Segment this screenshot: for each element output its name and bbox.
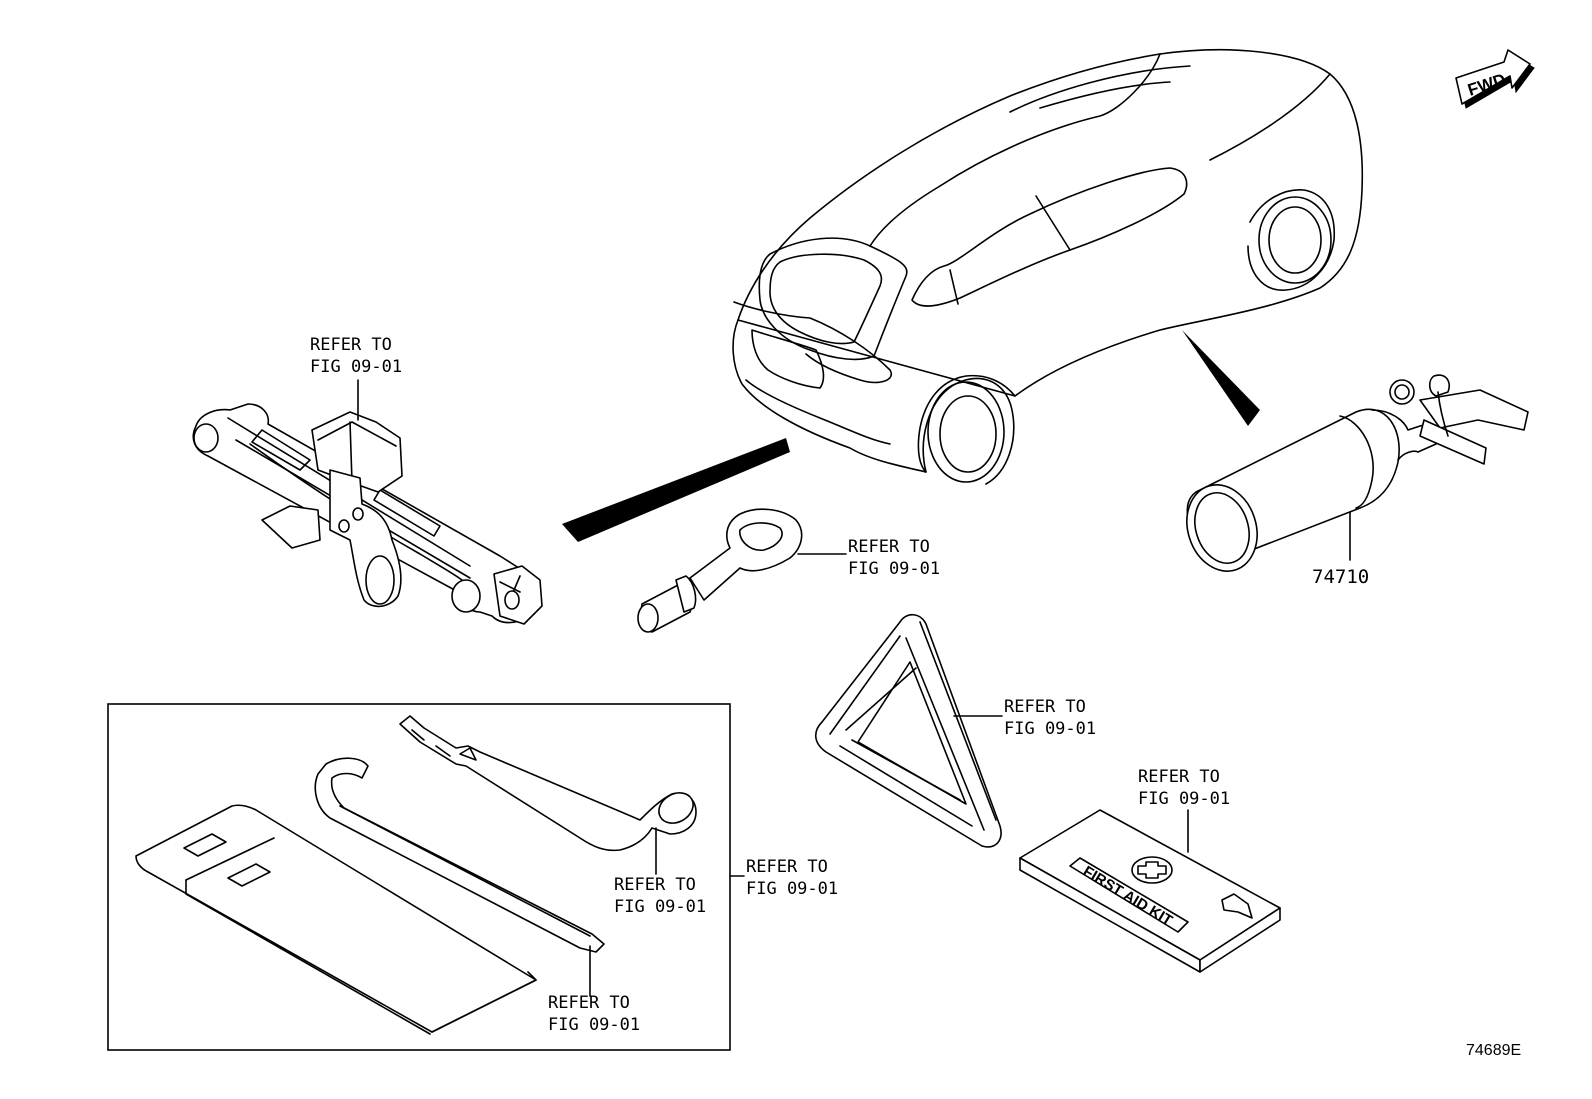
tow-hook-callout: REFER TO FIG 09-01	[848, 536, 940, 580]
jack-handle-illustration	[314, 757, 605, 953]
vehicle-illustration	[732, 48, 1364, 485]
tool-bag-illustration	[135, 804, 537, 1035]
jack-callout-line2: FIG 09-01	[310, 357, 403, 377]
first-aid-kit-illustration: FIRST AID KIT	[1019, 809, 1281, 973]
diagram-code: 74689E	[1466, 1042, 1522, 1059]
wrench-callout-line2: FIG 09-01	[614, 897, 707, 917]
fire-extinguisher-illustration	[1186, 374, 1529, 572]
wheel-wrench-illustration	[399, 715, 697, 852]
fwd-arrow-icon: FWD	[1455, 49, 1535, 109]
tow-hook-illustration	[637, 508, 803, 633]
triangle-callout-line2: FIG 09-01	[1004, 719, 1097, 739]
first-aid-callout-line1: REFER TO	[1138, 767, 1220, 787]
medical-cross-icon	[1131, 856, 1173, 884]
triangle-callout-line1: REFER TO	[1004, 697, 1086, 717]
wrench-callout-line1: REFER TO	[614, 875, 696, 895]
first-aid-callout: REFER TO FIG 09-01	[1138, 766, 1230, 810]
first-aid-callout-line2: FIG 09-01	[1138, 789, 1231, 809]
scissor-jack-illustration	[192, 403, 543, 625]
tool-kit-callout-line1: REFER TO	[746, 857, 828, 877]
tow-hook-callout-line2: FIG 09-01	[848, 559, 941, 579]
jack-handle-callout-line2: FIG 09-01	[548, 1015, 641, 1035]
tool-kit-callout-line2: FIG 09-01	[746, 879, 839, 899]
warning-triangle-illustration	[814, 613, 1002, 848]
extinguisher-part-number: 74710	[1312, 566, 1370, 588]
jack-handle-callout-line1: REFER TO	[548, 993, 630, 1013]
jack-callout: REFER TO FIG 09-01	[310, 334, 402, 378]
tow-hook-callout-line1: REFER TO	[848, 537, 930, 557]
wrench-callout: REFER TO FIG 09-01	[614, 874, 706, 918]
tool-kit-callout: REFER TO FIG 09-01	[746, 856, 838, 900]
triangle-callout: REFER TO FIG 09-01	[1004, 696, 1096, 740]
pointer-wedge-right	[1182, 330, 1260, 426]
jack-callout-line1: REFER TO	[310, 335, 392, 355]
jack-handle-callout: REFER TO FIG 09-01	[548, 992, 640, 1036]
pointer-wedge-left	[562, 438, 790, 542]
tool-kit-frame	[107, 703, 731, 1051]
